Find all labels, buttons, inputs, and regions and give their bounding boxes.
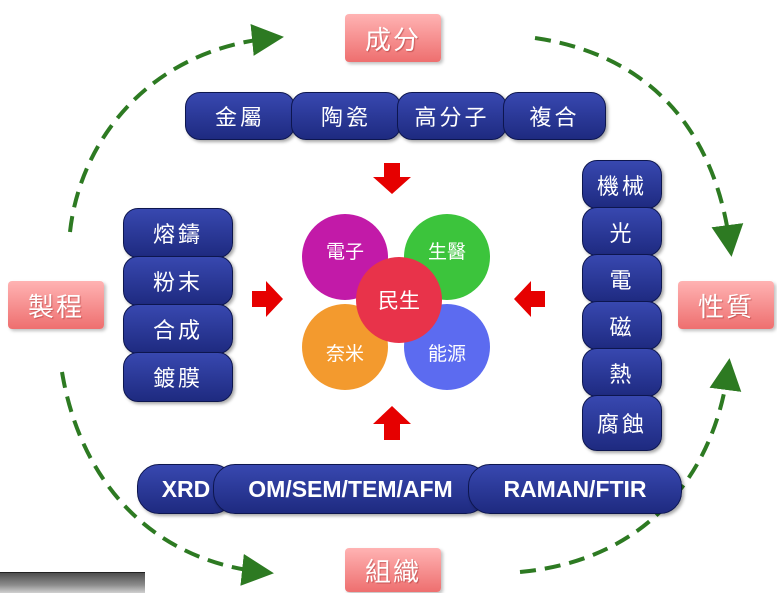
process-pill: 粉末	[123, 256, 233, 306]
material-pill: 金屬	[185, 92, 295, 140]
arrow-processing-to-composition	[68, 24, 284, 233]
circle-energy: 能源	[404, 304, 490, 390]
arrow-processing-to-structure	[60, 371, 274, 586]
process-pill: 合成	[123, 304, 233, 354]
process-pill: 熔鑄	[123, 208, 233, 258]
node-processing: 製程	[8, 281, 104, 329]
node-structure: 組織	[345, 548, 441, 592]
property-pill: 熱	[582, 348, 662, 397]
photo-fragment	[0, 572, 145, 593]
property-pill: 光	[582, 207, 662, 256]
property-pill: 電	[582, 254, 662, 303]
material-pill: 高分子	[397, 92, 507, 140]
property-pill: 腐蝕	[582, 395, 662, 451]
node-properties: 性質	[678, 281, 774, 329]
arrow-composition-to-properties	[534, 36, 744, 257]
arrow-up-icon	[373, 406, 411, 440]
material-pill: 複合	[503, 92, 606, 140]
process-pill: 鍍膜	[123, 352, 233, 402]
arrow-right-icon	[252, 281, 283, 317]
arrow-structure-to-properties	[519, 358, 742, 574]
arrow-left-icon	[514, 281, 545, 317]
material-pill: 陶瓷	[291, 92, 401, 140]
characterization-pill: OM/SEM/TEM/AFM	[213, 464, 488, 514]
circle-livelihood: 民生	[356, 257, 442, 343]
node-composition: 成分	[345, 14, 441, 62]
arrow-down-icon	[373, 163, 411, 194]
characterization-pill: RAMAN/FTIR	[468, 464, 682, 514]
